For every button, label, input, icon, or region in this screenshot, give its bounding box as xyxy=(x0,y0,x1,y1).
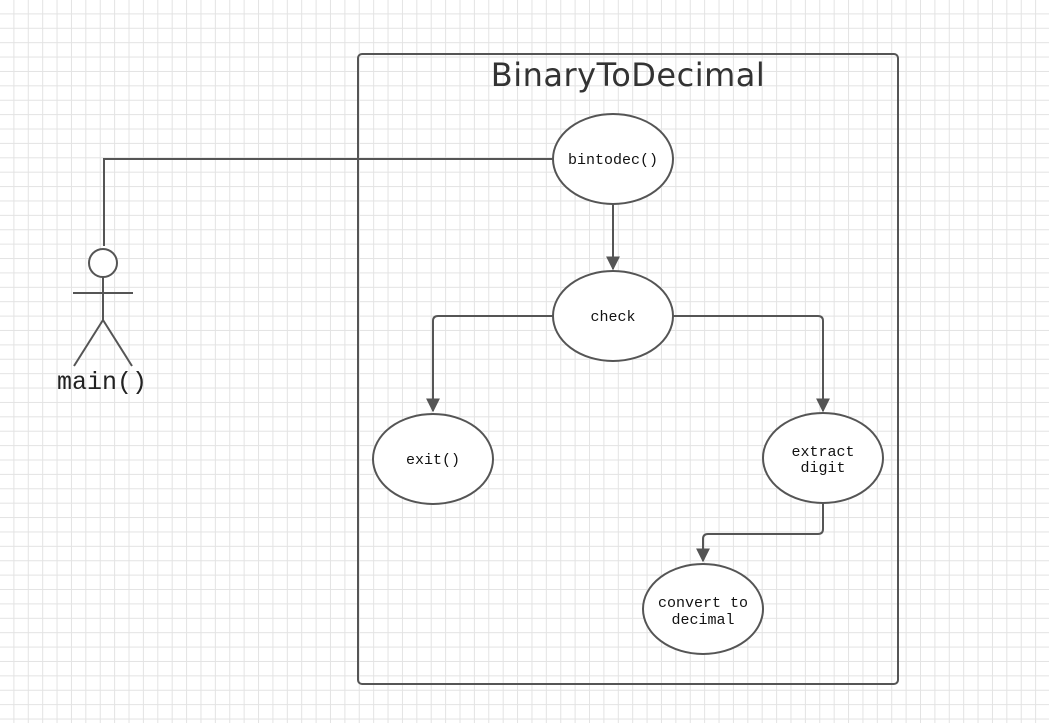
use-case-check-label: check xyxy=(590,309,635,326)
actor-association-line xyxy=(103,158,553,246)
extract-line-1: extract xyxy=(791,444,854,461)
check-to-exit-arrow xyxy=(426,315,553,413)
actor-main[interactable] xyxy=(73,248,133,367)
convert-line-2: decimal xyxy=(671,612,734,629)
use-case-exit[interactable]: exit() xyxy=(372,413,494,505)
system-boundary[interactable] xyxy=(357,53,899,685)
actor-right-leg xyxy=(102,319,133,367)
actor-head xyxy=(88,248,118,278)
use-case-bintodec[interactable]: bintodec() xyxy=(552,113,674,205)
system-title: BinaryToDecimal xyxy=(491,56,766,94)
actor-left-leg xyxy=(73,319,104,367)
use-case-exit-label: exit() xyxy=(406,452,460,469)
actor-label: main() xyxy=(57,368,147,397)
use-case-bintodec-label: bintodec() xyxy=(568,152,658,169)
use-case-check[interactable]: check xyxy=(552,270,674,362)
check-to-extract-arrow xyxy=(673,315,830,413)
extract-line-2: digit xyxy=(800,460,845,477)
convert-line-1: convert to xyxy=(658,595,748,612)
extract-to-convert-arrow xyxy=(696,503,824,563)
